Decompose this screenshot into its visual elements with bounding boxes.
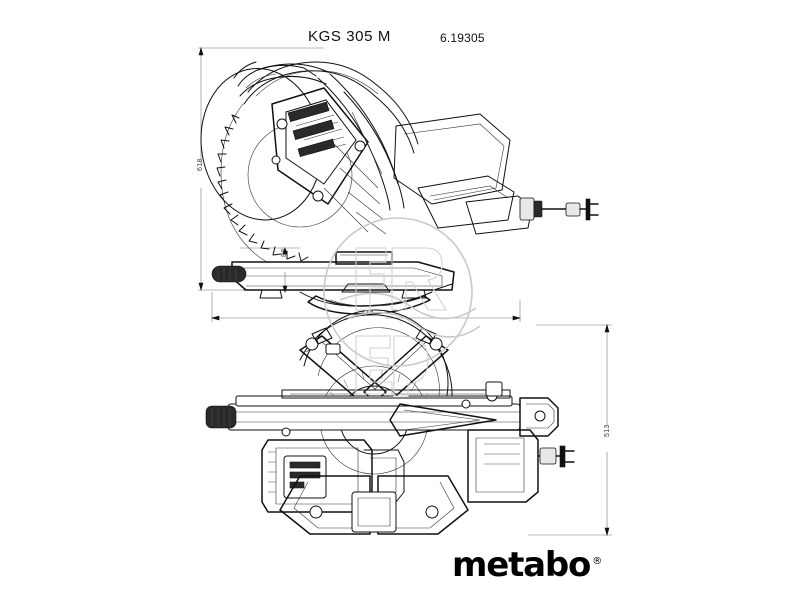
page-title: KGS 305 M: [308, 28, 391, 45]
clamp-knob: [211, 265, 247, 283]
metabo-logo: metabo®: [452, 548, 602, 582]
watermark-stamp: [323, 217, 481, 397]
kerf-plate: [389, 403, 497, 437]
motor-body: [261, 439, 405, 513]
saw-handle: [233, 61, 329, 97]
blade-guard: [243, 61, 419, 154]
plan-power-cord: [467, 429, 575, 503]
turntable: [299, 309, 453, 475]
article-number: 6.19305: [440, 31, 485, 45]
rail-end-grip: [205, 405, 237, 429]
fence-bar: [281, 389, 511, 399]
plan-fasteners: [281, 343, 503, 437]
motor-housing: [271, 87, 369, 205]
metabo-logo-text: metabo: [452, 545, 591, 585]
plan-top-view: [205, 309, 575, 535]
power-cord: [519, 197, 599, 221]
support-arms: [299, 327, 449, 409]
side-elevation-view: [200, 61, 599, 315]
dust-extraction-port: [393, 113, 533, 235]
base-wings: [279, 475, 469, 535]
registered-trademark-icon: ®: [592, 555, 603, 567]
